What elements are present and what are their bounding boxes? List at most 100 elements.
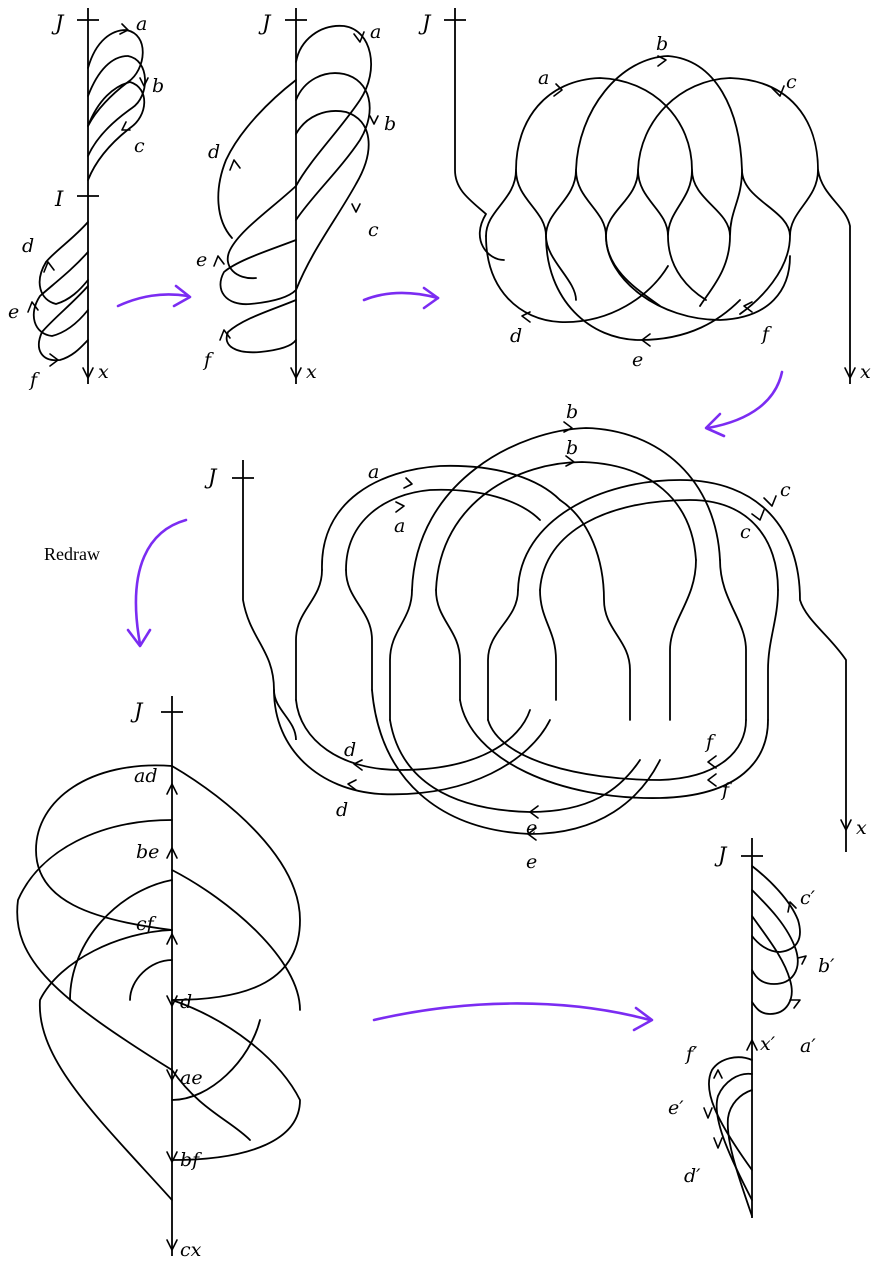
- panel3-label-a: a: [538, 67, 549, 89]
- panel1-label-x: x: [98, 361, 109, 383]
- panel3-strand-J: [454, 8, 487, 215]
- panel4-arc-e2: [389, 719, 641, 813]
- move-arrow-5: [372, 1002, 654, 1032]
- panel2-strand-d: [217, 79, 297, 239]
- panel2-arrow-e: [213, 255, 225, 267]
- panel2-label-x: x: [306, 361, 317, 383]
- panel5-label-bf: bf: [180, 1149, 202, 1171]
- move-arrow-2: [362, 286, 440, 310]
- panel3-arrow-a: [553, 83, 563, 97]
- panel6-arrow-f: [713, 1069, 723, 1079]
- panel2-label-b: b: [384, 113, 396, 135]
- panel2-strand-c: [295, 110, 370, 291]
- panel6-label-J: J: [714, 843, 728, 867]
- panel4-label-c2: c: [740, 521, 751, 543]
- panel4-arc-e1: [371, 689, 661, 835]
- panel5-label-ae: ae: [180, 1067, 203, 1089]
- panel6-strand-c: [751, 865, 801, 953]
- panel4-label-d1: d: [344, 739, 356, 761]
- panel4-arc-b2: [435, 461, 697, 591]
- panel4-arc-d2: [295, 699, 531, 771]
- panel4-arc-b1: [411, 427, 721, 591]
- panel1-strand-f: [38, 285, 89, 362]
- panel4-arrow-b1: [563, 421, 573, 433]
- panel1-label-e: e: [8, 301, 19, 323]
- panel1-label-c: c: [134, 135, 145, 157]
- panel6-arrow-c: [787, 901, 797, 913]
- panel3-arc-e: [545, 235, 741, 341]
- panel6-label-d: d′: [684, 1165, 701, 1187]
- panel3-lobes: [479, 169, 819, 315]
- panel2-strand-b: [295, 72, 371, 221]
- panel1-arrow-a: [119, 23, 129, 35]
- panel2-strand-f: [225, 299, 297, 354]
- panel6-label-e: e′: [668, 1097, 684, 1119]
- panel3-label-f: f: [760, 323, 772, 345]
- panel4-arc-a2: [345, 488, 541, 571]
- panel5-loop-5: [171, 1019, 261, 1141]
- panel4-label-x: x: [856, 817, 867, 839]
- panel2-arrow-b: [369, 115, 379, 125]
- panel4-arc-d1: [273, 689, 551, 796]
- panel6-arrow-x: [746, 1039, 758, 1051]
- panel3-strand-x: [817, 169, 851, 384]
- panel-1: J I a b c d e f x: [8, 8, 164, 391]
- panel4-label-J: J: [204, 465, 218, 489]
- panel5-label-cf: cf: [136, 913, 157, 935]
- panel3-arrow-f: [743, 301, 753, 313]
- panel6-arrow-e: [703, 1107, 713, 1119]
- panel4-arc-c2: [539, 499, 779, 591]
- panel4-arrow-f2: [707, 755, 717, 769]
- panel6-label-a: a′: [800, 1035, 816, 1057]
- panel2-arrow-x: [290, 367, 302, 379]
- panel-2: J a b c d e f x: [196, 8, 396, 384]
- panel2-label-e: e: [196, 249, 207, 271]
- panel4-label-e1: e: [526, 817, 537, 839]
- panel4-arrow-x: [840, 819, 852, 831]
- panel1-label-J: J: [51, 11, 65, 35]
- panel3-arc-a: [515, 77, 693, 171]
- panel6-arrow-b: [797, 955, 807, 965]
- panel5-arrow-bf: [166, 1151, 178, 1163]
- panel2-arrow-c: [351, 203, 361, 213]
- panel2-label-J: J: [258, 11, 272, 35]
- redraw-label: Redraw: [44, 544, 100, 564]
- redraw-arrow: Redraw: [44, 518, 188, 648]
- panel3-arrow-c: [771, 85, 785, 97]
- panel4-arc-f2: [487, 719, 747, 781]
- panel1-label-f: f: [28, 369, 40, 391]
- panel4-arrow-e2: [529, 805, 539, 819]
- panel1-strand-a: [87, 29, 144, 127]
- panel4-label-b2: b: [566, 437, 578, 459]
- panel3-arc-f: [605, 235, 791, 321]
- panel5-arrow-ae: [166, 1069, 178, 1081]
- panel2-arrow-a: [353, 31, 365, 43]
- panel1-strand-c: [87, 81, 146, 181]
- panel1-label-a: a: [136, 13, 147, 35]
- panel5-arrow-be: [166, 847, 178, 859]
- panel1-arrow-e: [27, 301, 39, 313]
- panel2-label-a: a: [370, 21, 381, 43]
- panel3-arrow-b: [657, 55, 667, 67]
- panel5-loop-3: [39, 879, 173, 1201]
- panel5-label-ad: ad: [134, 765, 158, 787]
- move-arrow-3: [704, 370, 784, 438]
- panel4-strand-x: [799, 599, 847, 852]
- panel4-label-f2: f: [720, 779, 732, 801]
- panel4-arrow-f1: [707, 773, 717, 787]
- panel1-label-d: d: [22, 235, 34, 257]
- panel6-arrow-d: [713, 1137, 723, 1149]
- panel2-strand-a: [226, 25, 372, 279]
- panel4-label-f1: f: [704, 731, 716, 753]
- panel6-strand-d: [726, 1089, 753, 1217]
- panel5-label-be: be: [136, 841, 159, 863]
- panel3-label-J: J: [418, 11, 432, 35]
- panel2-label-c: c: [368, 219, 379, 241]
- panel-3: J a b c d e f x: [418, 8, 871, 384]
- panel6-label-f: f′: [684, 1043, 698, 1065]
- panel4-lobes: [295, 499, 779, 721]
- panel3-label-x: x: [860, 361, 871, 383]
- panel4-label-c1: c: [780, 479, 791, 501]
- panel6-strand-a: [751, 915, 793, 1015]
